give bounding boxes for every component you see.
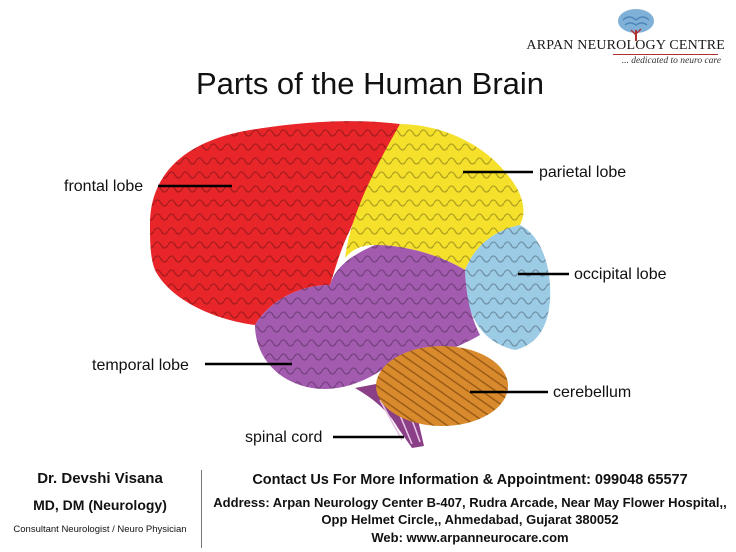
doctor-name: Dr. Devshi Visana: [37, 470, 163, 487]
website-link[interactable]: Web: www.arpanneurocare.com: [371, 530, 569, 545]
occipital-lobe-label: occipital lobe: [574, 266, 667, 283]
logo-underline: [613, 54, 718, 55]
spinal-cord-label: spinal cord: [245, 429, 322, 446]
address-line: Address: Arpan Neurology Center B-407, R…: [213, 495, 727, 527]
parietal-lobe-label: parietal lobe: [539, 164, 626, 181]
brain-tree-icon: [618, 9, 654, 41]
logo-name: ARPAN NEUROLOGY CENTRE: [526, 38, 725, 53]
logo: ARPAN NEUROLOGY CENTRE ... dedicated to …: [525, 8, 725, 70]
contact-info: Contact Us For More Information & Appoin…: [206, 472, 734, 545]
contact-line: Contact Us For More Information & Appoin…: [252, 472, 688, 488]
page-title: Parts of the Human Brain: [195, 66, 545, 101]
logo-tagline: ... dedicated to neuro care: [621, 56, 721, 66]
doctor-degree: MD, DM (Neurology): [33, 497, 167, 513]
brain-diagram: frontal lobe parietal lobe occipital lob…: [64, 121, 667, 448]
doctor-info: Dr. Devshi Visana MD, DM (Neurology) Con…: [0, 462, 200, 535]
doctor-role: Consultant Neurologist / Neuro Physician: [13, 524, 187, 535]
temporal-lobe-label: temporal lobe: [92, 357, 189, 374]
frontal-lobe-label: frontal lobe: [64, 178, 143, 195]
footer-divider: [201, 470, 202, 548]
cerebellum-label: cerebellum: [553, 384, 631, 401]
